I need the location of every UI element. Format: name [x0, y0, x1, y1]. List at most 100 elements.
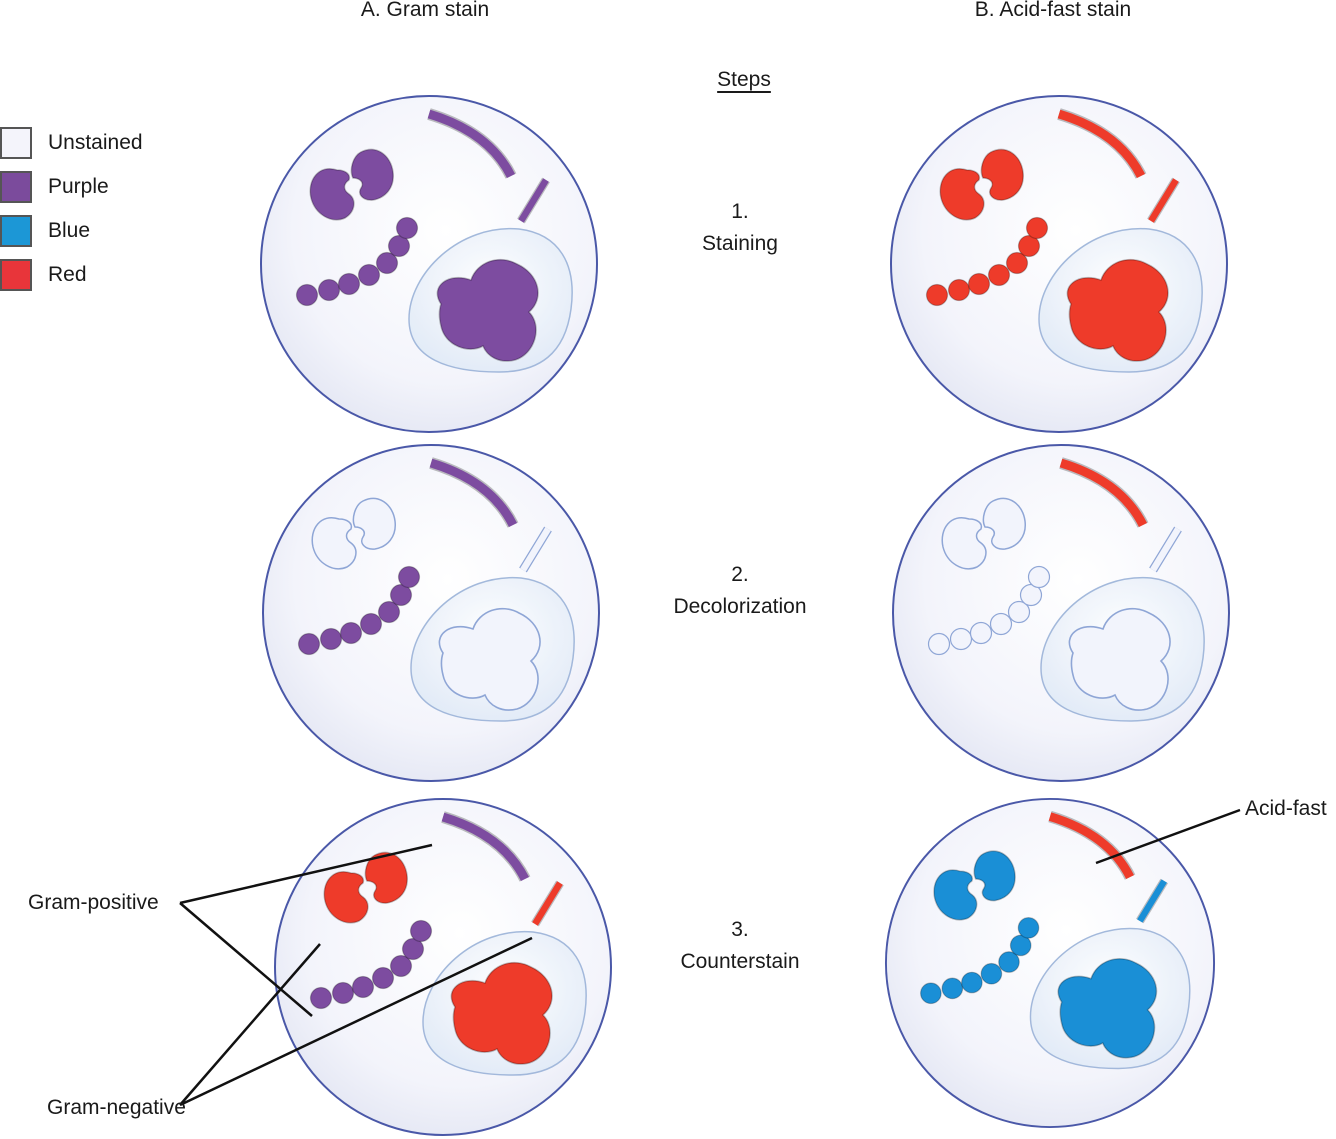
- coccus-5: [377, 600, 401, 624]
- panel-acid-fast-step-1: [890, 95, 1228, 433]
- coccus-7: [395, 216, 419, 240]
- gram-positive-callout-line-rod: [179, 843, 433, 905]
- coccus-1: [297, 632, 321, 656]
- host-cell-nucleus: [1066, 258, 1169, 362]
- panel-gram-step-3: [274, 798, 612, 1136]
- chain-cocci-bacterium: [309, 919, 433, 1010]
- legend-swatch-red: [0, 259, 32, 291]
- coccus-2: [319, 627, 343, 651]
- coccus-1: [925, 283, 949, 307]
- chain-cocci-bacterium: [297, 565, 421, 656]
- legend-item-blue: Blue: [0, 209, 143, 253]
- coccus-2: [331, 981, 355, 1005]
- steps-title: Steps: [717, 68, 771, 91]
- legend-swatch-unstained: [0, 127, 32, 159]
- diplococci-bacterium: [939, 148, 1024, 221]
- coccus-5: [998, 951, 1020, 973]
- coccus-4: [357, 263, 381, 287]
- chain-cocci-bacterium: [927, 565, 1051, 656]
- legend-label: Blue: [48, 219, 91, 242]
- coccus-2: [317, 278, 341, 302]
- acid-fast-stain-header: B. Acid-fast stain: [974, 0, 1132, 21]
- short-rod-bacterium: [518, 178, 549, 223]
- host-cell-nucleus: [450, 961, 553, 1065]
- diplococcus-1: [323, 870, 369, 924]
- coccus-7: [1017, 917, 1040, 939]
- coccus-6: [389, 583, 413, 607]
- short-rod-bacterium: [520, 527, 551, 572]
- diplococcus-2: [350, 148, 394, 201]
- panel-acid-fast-step-2: [892, 444, 1230, 782]
- diplococcus-1: [939, 167, 985, 221]
- short-rod-bacterium: [1148, 178, 1179, 223]
- legend-item-purple: Purple: [0, 165, 143, 209]
- host-cell-nucleus: [436, 258, 539, 362]
- legend-label: Unstained: [48, 131, 143, 154]
- panel-acid-fast-step-3: [884, 797, 1216, 1129]
- gram-negative-label: Gram-negative: [47, 1096, 186, 1119]
- diplococcus-2: [352, 497, 396, 550]
- coccus-5: [1005, 251, 1029, 275]
- coccus-1: [920, 982, 942, 1005]
- diplococci-bacterium: [941, 497, 1026, 570]
- coccus-4: [987, 263, 1011, 287]
- diplococci-bacterium: [309, 148, 394, 221]
- coccus-3: [967, 272, 991, 296]
- step-1-number: 1.: [731, 200, 749, 223]
- coccus-1: [309, 986, 333, 1010]
- diplococcus-1: [933, 869, 978, 921]
- diplococcus-1: [941, 516, 987, 570]
- coccus-3: [339, 621, 363, 645]
- callouts: [179, 808, 1241, 1107]
- step-3-number: 3.: [731, 918, 749, 941]
- diplococcus-1: [311, 516, 357, 570]
- legend-item-unstained: Unstained: [0, 121, 143, 165]
- step-1: 1. Staining: [702, 196, 778, 260]
- curved-rod-bacterium: [441, 812, 530, 882]
- coccus-5: [375, 251, 399, 275]
- panel-gram-step-1: [260, 95, 598, 433]
- host-cell-nucleus: [1068, 607, 1171, 711]
- diplococcus-2: [973, 850, 1016, 902]
- coccus-2: [947, 278, 971, 302]
- gram-negative-callout-line-rod: [179, 936, 533, 1107]
- coccus-1: [927, 632, 951, 656]
- coccus-6: [387, 234, 411, 258]
- coccus-4: [359, 612, 383, 636]
- color-legend: Unstained Purple Blue Red: [0, 121, 143, 297]
- short-rod-bacterium: [532, 881, 563, 926]
- gram-stain-header: A. Gram stain: [360, 0, 490, 21]
- legend-label: Purple: [48, 175, 109, 198]
- coccus-1: [295, 283, 319, 307]
- panel-gram-step-2: [262, 444, 600, 782]
- step-1-label: Staining: [702, 232, 778, 255]
- gram-positive-callout-line-chain: [179, 902, 313, 1017]
- short-rod-bacterium: [1150, 527, 1181, 572]
- diplococcus-1: [309, 167, 355, 221]
- curved-rod-bacterium: [427, 109, 516, 179]
- coccus-3: [351, 975, 375, 999]
- coccus-2: [941, 977, 964, 1000]
- coccus-5: [1007, 600, 1031, 624]
- diplococci-bacterium: [323, 851, 408, 924]
- coccus-6: [1009, 934, 1032, 957]
- coccus-7: [1025, 216, 1049, 240]
- curved-rod-bacterium: [1057, 109, 1146, 179]
- gram-positive-label: Gram-positive: [28, 891, 159, 914]
- acid-fast-label: Acid-fast: [1245, 797, 1327, 820]
- coccus-4: [371, 966, 395, 990]
- coccus-4: [980, 962, 1003, 985]
- coccus-2: [949, 627, 973, 651]
- step-3-label: Counterstain: [680, 950, 800, 973]
- legend-label: Red: [48, 263, 87, 286]
- gram-negative-callout-line-diplococci: [179, 943, 321, 1106]
- step-2-number: 2.: [731, 563, 749, 586]
- curved-rod-bacterium: [429, 458, 518, 528]
- curved-rod-bacterium: [1048, 812, 1134, 880]
- diplococcus-2: [982, 497, 1026, 550]
- diplococci-bacterium: [933, 850, 1016, 921]
- coccus-7: [1027, 565, 1051, 589]
- chain-cocci-bacterium: [920, 917, 1040, 1005]
- chain-cocci-bacterium: [295, 216, 419, 307]
